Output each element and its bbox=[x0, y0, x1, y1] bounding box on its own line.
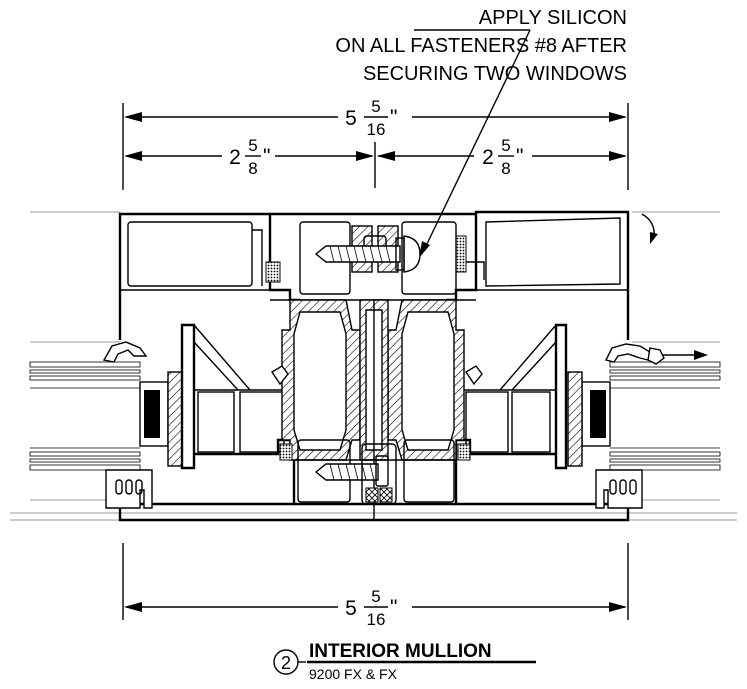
arrow-left bbox=[124, 112, 142, 122]
leader-line bbox=[424, 29, 531, 249]
dim-numerator: 5 bbox=[371, 97, 380, 116]
note-line-3: SECURING TWO WINDOWS bbox=[363, 63, 627, 85]
dim-unit: " bbox=[516, 145, 523, 168]
dim-unit: " bbox=[390, 596, 397, 619]
detail-subtitle: 9200 FX & FX bbox=[309, 666, 398, 682]
leader-arrowhead bbox=[419, 241, 430, 258]
detail-title: INTERIOR MULLION bbox=[309, 641, 492, 662]
dimension-right-half: 2 5 8 " bbox=[377, 136, 627, 178]
dim-whole: 5 bbox=[345, 107, 357, 130]
dim-numerator: 5 bbox=[501, 136, 510, 155]
note-line-1: APPLY SILICON bbox=[479, 7, 627, 29]
right-glass-unit bbox=[567, 361, 721, 471]
central-mullion bbox=[270, 212, 483, 522]
dim-denominator: 16 bbox=[367, 610, 386, 629]
dim-numerator: 5 bbox=[371, 587, 380, 606]
title-block: 2 INTERIOR MULLION 9200 FX & FX bbox=[273, 641, 536, 682]
left-glass-unit bbox=[29, 361, 183, 471]
dim-denominator: 8 bbox=[248, 159, 257, 178]
arrow-right bbox=[609, 112, 627, 122]
dim-whole: 2 bbox=[229, 146, 241, 169]
dim-denominator: 8 bbox=[501, 159, 510, 178]
upper-screw bbox=[314, 237, 405, 271]
silicon-note: APPLY SILICON ON ALL FASTENERS #8 AFTER … bbox=[335, 7, 627, 258]
dim-whole: 2 bbox=[482, 146, 494, 169]
dimension-overall-bottom: 5 5 16 " bbox=[122, 543, 629, 629]
dim-whole: 5 bbox=[345, 597, 357, 620]
dim-numerator: 5 bbox=[248, 136, 257, 155]
dimension-overall-top: 5 5 16 " bbox=[122, 97, 629, 190]
dim-unit: " bbox=[390, 106, 397, 129]
detail-number: 2 bbox=[281, 653, 291, 673]
right-frame-profile bbox=[446, 210, 708, 522]
dimension-left-half: 2 5 8 " bbox=[124, 136, 376, 188]
note-line-2: ON ALL FASTENERS #8 AFTER bbox=[335, 35, 627, 57]
dim-unit: " bbox=[263, 145, 270, 168]
dim-denominator: 16 bbox=[367, 120, 386, 139]
